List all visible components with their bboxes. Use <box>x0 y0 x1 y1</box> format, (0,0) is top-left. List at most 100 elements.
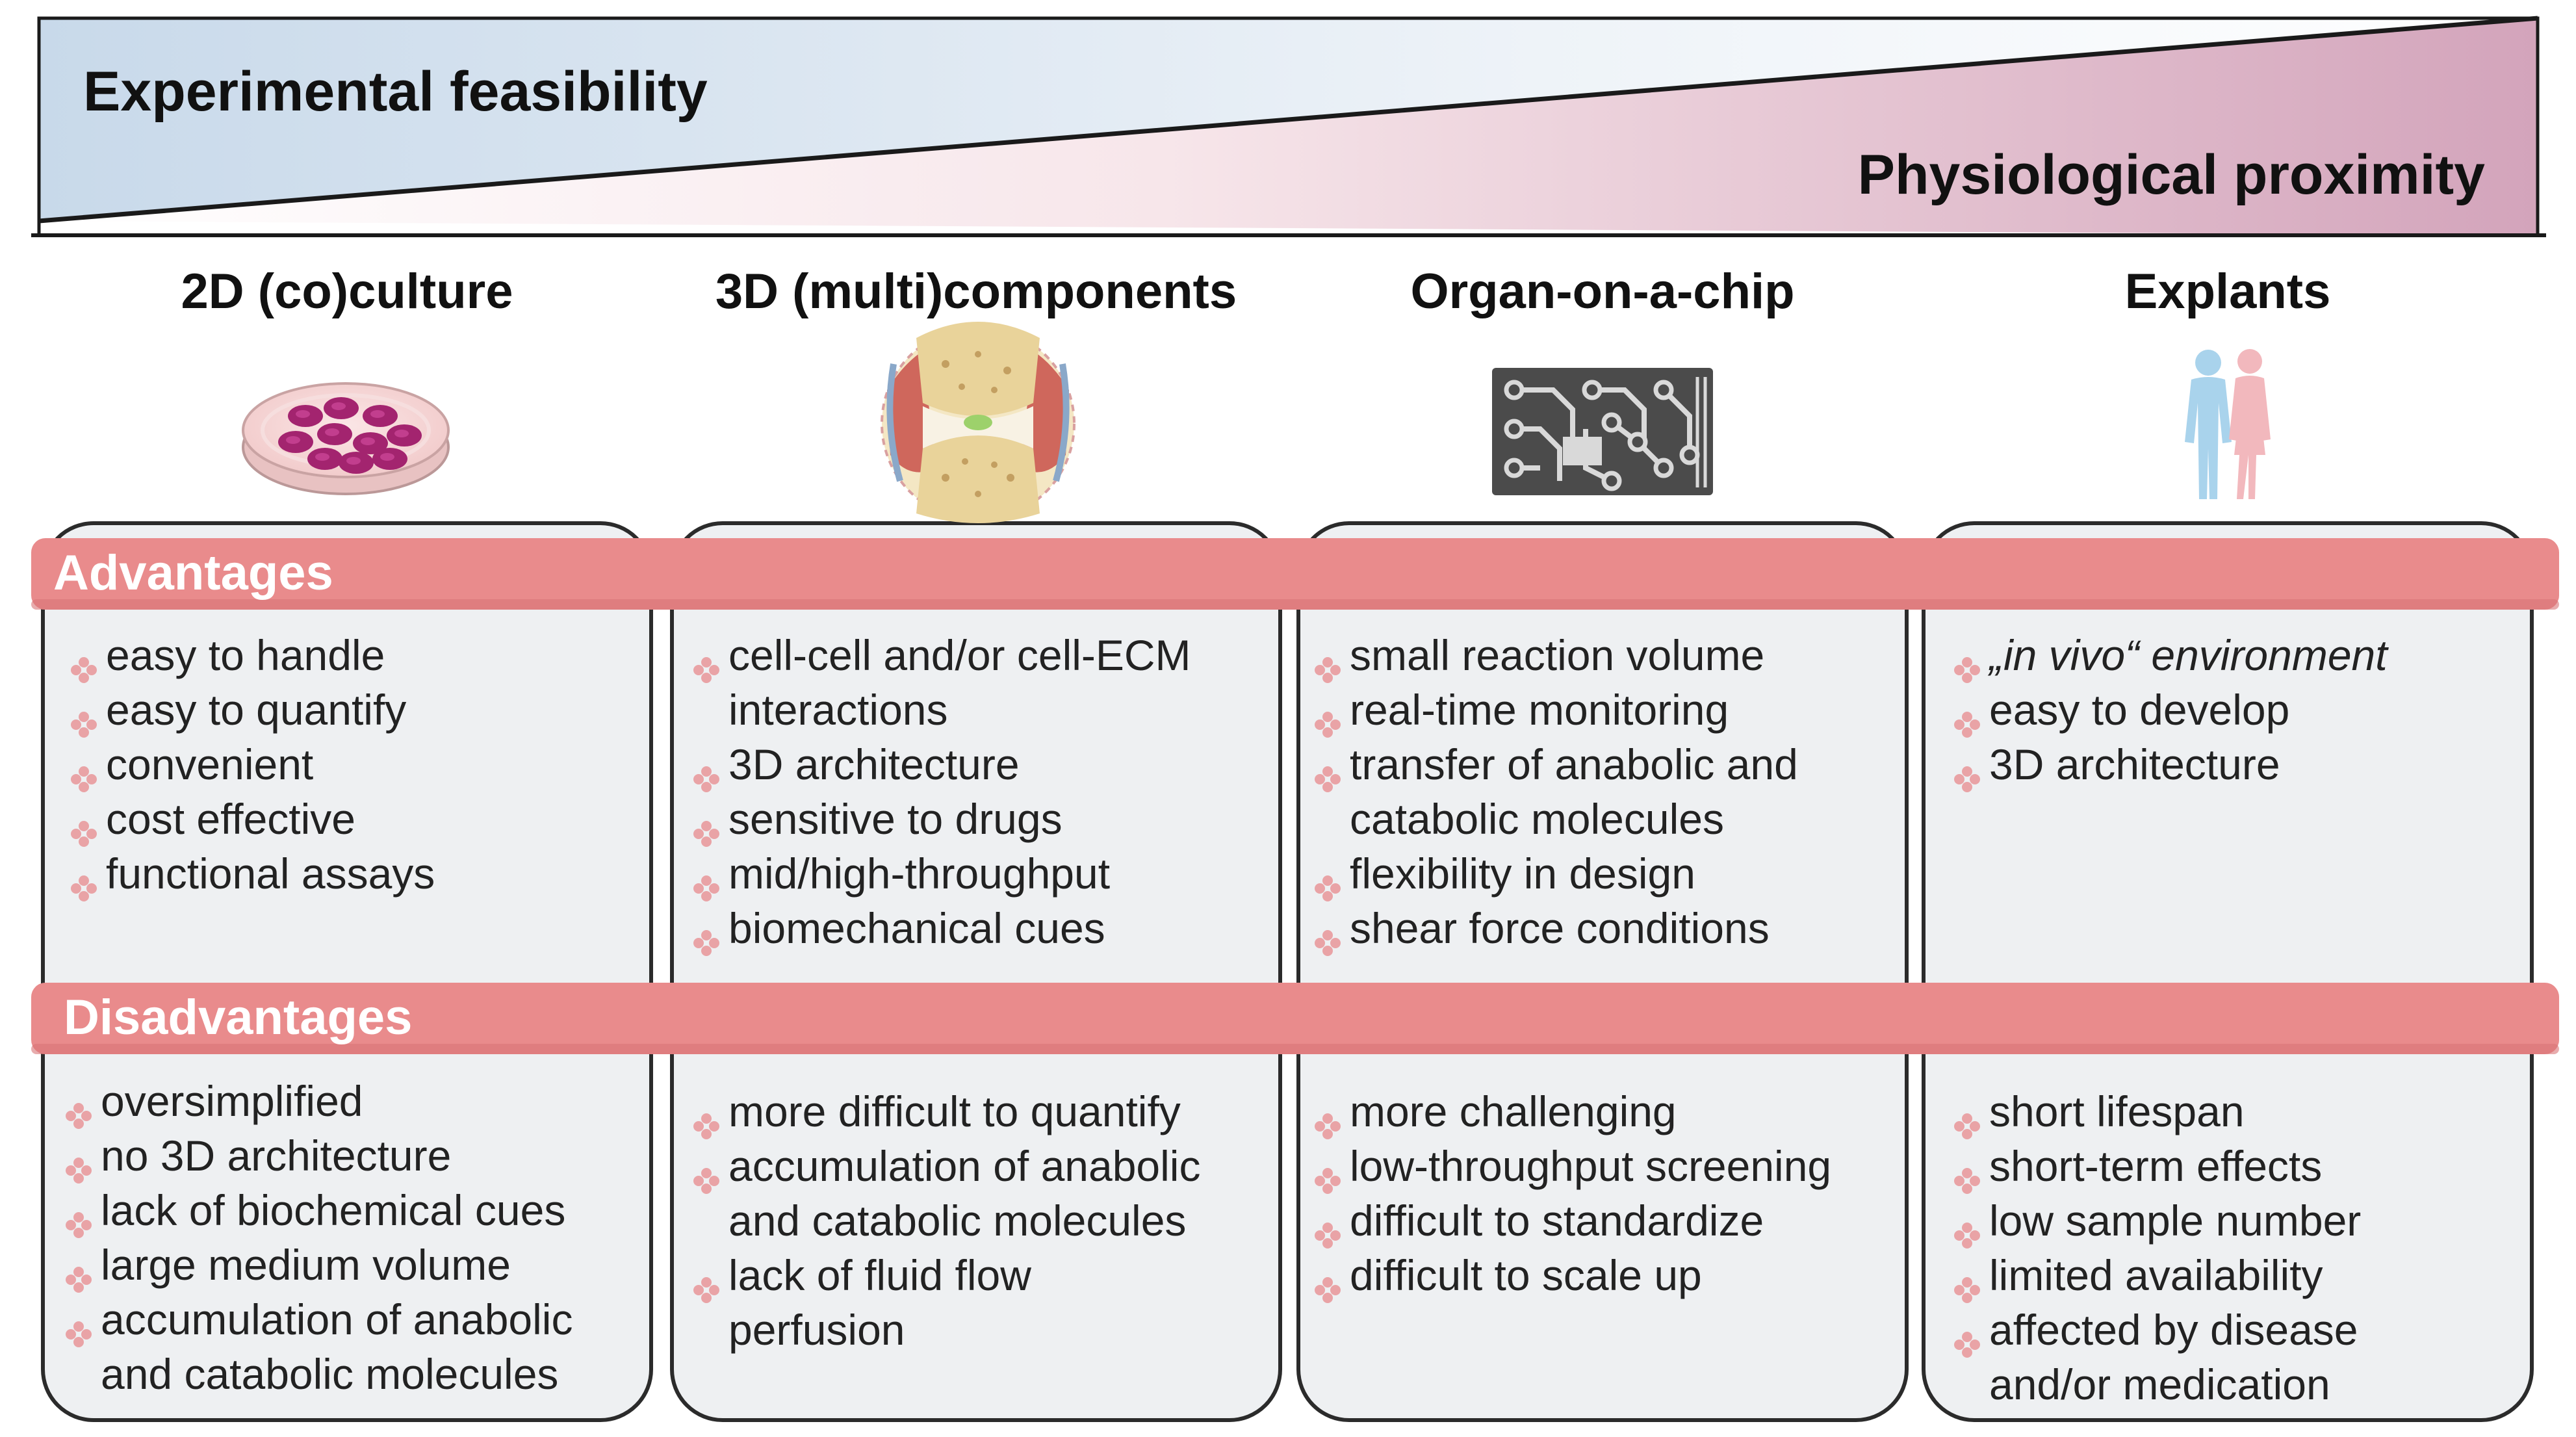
column-box-3 <box>1296 521 1909 1422</box>
disadvantages-list-organ-chip: more challenging low-throughput screenin… <box>1314 1084 1831 1303</box>
list-item: 3D architecture <box>693 737 1191 792</box>
list-item: easy to quantify <box>70 682 435 738</box>
disadvantages-list-explants: short lifespan short-term effects low sa… <box>1953 1084 2361 1412</box>
list-item: „in vivo“ environment <box>1953 628 2388 683</box>
knee-joint-icon <box>881 322 1075 523</box>
bullet-icon <box>1314 860 1341 901</box>
bullet-icon <box>1314 914 1341 956</box>
bullet-icon <box>1953 1098 1981 1139</box>
bullet-icon <box>693 1098 720 1139</box>
column-title-explants: Explants <box>2124 264 2331 319</box>
bullet-icon <box>693 805 720 847</box>
bullet-icon <box>65 1306 92 1347</box>
list-item: low-throughput screening <box>1314 1139 1831 1194</box>
bullet-icon <box>65 1197 92 1238</box>
list-item: more challenging <box>1314 1084 1831 1139</box>
bullet-icon <box>1314 1098 1341 1139</box>
list-item-continuation: perfusion <box>728 1306 905 1354</box>
bullet-icon <box>1953 1207 1981 1249</box>
experimental-feasibility-label: Experimental feasibility <box>83 60 708 123</box>
bullet-icon <box>1953 1152 1981 1194</box>
microchip-icon <box>1492 368 1713 495</box>
bullet-icon <box>65 1087 92 1129</box>
list-item-continuation: interactions <box>728 686 948 734</box>
bullet-icon <box>65 1251 92 1293</box>
list-item: sensitive to drugs <box>693 792 1191 847</box>
list-item: cell-cell and/or cell-ECM <box>693 628 1191 683</box>
bullet-icon <box>70 860 97 901</box>
advantages-list-3d: cell-cell and/or cell-ECM interactions 3… <box>693 628 1191 956</box>
bullet-icon <box>1953 1262 1981 1303</box>
bullet-icon <box>693 751 720 792</box>
bullet-icon <box>1314 1262 1341 1303</box>
list-item: lack of biochemical cues <box>65 1183 573 1238</box>
list-item: biomechanical cues <box>693 901 1191 956</box>
list-item: short lifespan <box>1953 1084 2361 1139</box>
bullet-icon <box>693 1262 720 1303</box>
bullet-icon <box>65 1142 92 1184</box>
advantages-list-2d: easy to handle easy to quantify convenie… <box>70 628 435 901</box>
list-item: functional assays <box>70 846 435 901</box>
list-item: large medium volume <box>65 1237 573 1293</box>
bullet-icon <box>1314 1207 1341 1249</box>
bullet-icon <box>70 641 97 683</box>
advantages-band <box>31 538 2559 610</box>
bullet-icon <box>693 860 720 901</box>
feasibility-proximity-banner <box>31 16 2546 237</box>
list-item: difficult to standardize <box>1314 1193 1831 1249</box>
list-item: convenient <box>70 737 435 792</box>
list-item: oversimplified <box>65 1074 573 1129</box>
bullet-icon <box>693 914 720 956</box>
column-box-2 <box>670 521 1282 1422</box>
list-item: real-time monitoring <box>1314 682 1798 738</box>
column-title-3d-multicomponents: 3D (multi)components <box>715 264 1237 319</box>
column-box-4 <box>1922 521 2534 1422</box>
disadvantages-list-2d: oversimplified no 3D architecture lack o… <box>65 1074 573 1401</box>
list-item: affected by disease <box>1953 1302 2361 1358</box>
list-item: shear force conditions <box>1314 901 1798 956</box>
list-item: difficult to scale up <box>1314 1248 1831 1303</box>
column-title-organ-on-a-chip: Organ-on-a-chip <box>1410 264 1795 319</box>
list-item: flexibility in design <box>1314 846 1798 901</box>
column-boxes <box>41 521 2534 1422</box>
list-item: small reaction volume <box>1314 628 1798 683</box>
advantages-list-explants: „in vivo“ environment easy to develop 3D… <box>1953 628 2388 792</box>
list-item: low sample number <box>1953 1193 2361 1249</box>
bullet-icon <box>1953 696 1981 738</box>
list-item: cost effective <box>70 792 435 847</box>
column-box-1 <box>41 521 653 1422</box>
bullet-icon <box>1314 1152 1341 1194</box>
list-item: mid/high-throughput <box>693 846 1191 901</box>
disadvantages-label: Disadvantages <box>64 990 413 1045</box>
list-item: 3D architecture <box>1953 737 2388 792</box>
list-item: no 3D architecture <box>65 1128 573 1184</box>
bullet-icon <box>1953 751 1981 792</box>
list-item-continuation: catabolic molecules <box>1350 795 1724 843</box>
list-item-continuation: and/or medication <box>1989 1360 2330 1408</box>
bullet-icon <box>70 751 97 792</box>
list-item-continuation: and catabolic molecules <box>728 1197 1187 1245</box>
disadvantages-list-3d: more difficult to quantify accumulation … <box>693 1084 1200 1357</box>
bullet-icon <box>70 805 97 847</box>
bullet-icon <box>693 641 720 683</box>
bullet-icon <box>693 1152 720 1194</box>
column-title-2d-coculture: 2D (co)culture <box>181 264 513 319</box>
bullet-icon <box>1314 641 1341 683</box>
bullet-icon <box>1314 696 1341 738</box>
list-item: accumulation of anabolic <box>65 1292 573 1347</box>
list-item: limited availability <box>1953 1248 2361 1303</box>
list-item: easy to develop <box>1953 682 2388 738</box>
list-item: more difficult to quantify <box>693 1084 1200 1139</box>
advantages-list-organ-chip: small reaction volume real-time monitori… <box>1314 628 1798 956</box>
bullet-icon <box>1953 641 1981 683</box>
list-item: easy to handle <box>70 628 435 683</box>
bullet-icon <box>1314 751 1341 792</box>
bullet-icon <box>70 696 97 738</box>
list-item: lack of fluid flow <box>693 1248 1200 1303</box>
list-item: short-term effects <box>1953 1139 2361 1194</box>
bullet-icon <box>1953 1316 1981 1358</box>
human-figures-icon <box>2185 349 2271 499</box>
petri-dish-icon <box>242 382 450 495</box>
